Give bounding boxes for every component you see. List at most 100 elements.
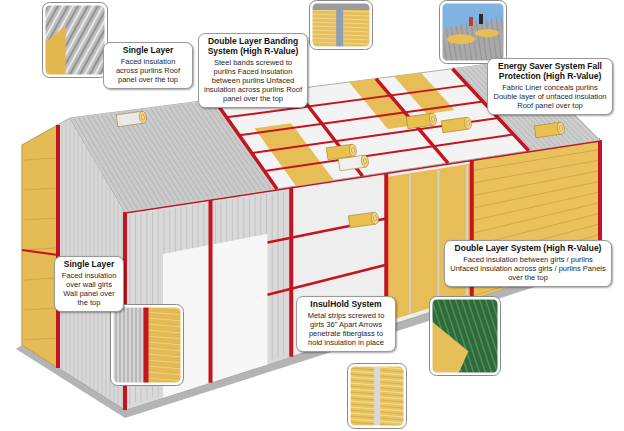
photo-rib bbox=[476, 21, 482, 62]
photo-ground bbox=[349, 365, 405, 427]
callout-text: Steel bands screwed to purlins Faced ins… bbox=[204, 58, 302, 104]
callout-title: Single Layer bbox=[60, 260, 118, 270]
photo-rib bbox=[139, 306, 140, 384]
panel-rib bbox=[277, 192, 278, 357]
photo-rib bbox=[496, 16, 502, 62]
wall-rib bbox=[66, 121, 67, 372]
roll-spiral bbox=[431, 116, 435, 122]
insulation-roll bbox=[534, 122, 565, 138]
metal-strip bbox=[409, 175, 411, 313]
photo-frame bbox=[111, 305, 184, 386]
roll-spiral bbox=[351, 147, 355, 153]
photo-fiber bbox=[147, 354, 182, 357]
photo-frame bbox=[44, 4, 106, 76]
photo-rib bbox=[485, 298, 499, 374]
insulation-roll bbox=[348, 212, 379, 228]
callout-box: Single LayerFaced insulation over wall g… bbox=[54, 256, 124, 312]
wall-panel bbox=[125, 187, 291, 410]
photo-rib bbox=[491, 18, 497, 63]
photo-fiber bbox=[147, 348, 182, 351]
insulation-seam bbox=[24, 218, 56, 220]
photo-insulation bbox=[431, 321, 468, 374]
photo-roll bbox=[475, 29, 499, 37]
roll-spiral bbox=[363, 158, 367, 164]
steel-column bbox=[289, 187, 293, 357]
wall-girt bbox=[22, 250, 58, 255]
photo-frame bbox=[311, 2, 371, 48]
photo-content bbox=[311, 2, 371, 48]
roll-end bbox=[361, 155, 370, 168]
photo-fiber bbox=[147, 342, 182, 345]
photo-fiber bbox=[147, 330, 182, 333]
callout-text: Faced insulation across purlins Roof pan… bbox=[109, 57, 187, 84]
panel-rib bbox=[200, 102, 261, 190]
insulation-seam bbox=[472, 181, 600, 208]
photo-frame bbox=[349, 365, 405, 427]
photo-fiber bbox=[147, 378, 182, 381]
photo-steel bbox=[144, 306, 149, 384]
photo-inset bbox=[348, 364, 407, 430]
panel-rib bbox=[169, 106, 228, 195]
callout-title: Double Layer Banding System (High R-Valu… bbox=[204, 37, 302, 57]
panel-rib bbox=[173, 106, 232, 195]
roll-end bbox=[371, 212, 380, 225]
insulation-roll bbox=[406, 113, 437, 129]
photo-roof bbox=[441, 20, 505, 62]
callout-title: Energy Saver System Fall Protection (Hig… bbox=[493, 62, 607, 82]
panel-rib bbox=[283, 191, 284, 355]
photo-rib bbox=[481, 20, 487, 62]
callout-text: Faced insulation over wall girts Wall pa… bbox=[60, 271, 118, 308]
callout-title: Single Layer bbox=[109, 46, 187, 56]
callout-text: Faced insulation between girts / purlins… bbox=[450, 255, 606, 282]
insulation-seam bbox=[24, 248, 56, 250]
roll-end bbox=[139, 111, 148, 124]
panel-rib bbox=[209, 101, 270, 189]
panel-rib bbox=[187, 104, 247, 193]
photo-inset bbox=[401, 297, 552, 376]
photo-rib bbox=[486, 19, 492, 62]
panel-rib bbox=[191, 103, 251, 191]
panel-rib bbox=[88, 117, 143, 209]
panel-rib bbox=[205, 102, 266, 190]
photo-ground bbox=[112, 306, 182, 384]
panel-rib bbox=[83, 117, 138, 209]
photo-rib bbox=[119, 306, 120, 384]
photo-content bbox=[44, 4, 106, 76]
insulation-roll bbox=[116, 111, 147, 127]
photo-inset bbox=[111, 305, 184, 386]
roll-spiral bbox=[466, 120, 470, 126]
photo-fiber bbox=[147, 360, 182, 363]
photo-roll bbox=[447, 34, 475, 44]
photo-worker bbox=[479, 14, 483, 24]
photo-content bbox=[349, 365, 405, 427]
roll-end bbox=[349, 144, 358, 157]
photo-rib bbox=[131, 306, 132, 384]
photo-rib bbox=[135, 306, 136, 384]
callout-title: Double Layer System (High R-Value) bbox=[450, 244, 606, 254]
insulation-seam bbox=[24, 278, 56, 280]
wall-rib bbox=[74, 126, 75, 377]
photo-inset bbox=[310, 1, 373, 50]
rafter bbox=[214, 99, 277, 189]
roll-spiral bbox=[141, 114, 145, 120]
photo-frame bbox=[430, 297, 501, 376]
callout-text: Metal strips screwed to girts 36" Apart … bbox=[302, 311, 390, 348]
steel-column bbox=[56, 125, 60, 368]
photo-inset bbox=[440, 1, 508, 64]
photo-rib bbox=[123, 306, 124, 384]
callout-title: InsulHold System bbox=[302, 300, 390, 310]
photo-fiber bbox=[147, 318, 182, 321]
photo-fiber bbox=[147, 366, 182, 369]
roof-panel bbox=[70, 99, 277, 212]
insulation-seam bbox=[24, 188, 56, 190]
photo-rib bbox=[446, 28, 452, 62]
photo-frame bbox=[43, 3, 108, 78]
callout-box: Energy Saver System Fall Protection (Hig… bbox=[487, 58, 613, 115]
photo-rib bbox=[127, 306, 128, 384]
callout-box: Single LayerFaced insulation across purl… bbox=[103, 42, 193, 89]
roll-end bbox=[429, 113, 438, 126]
insulation-seam bbox=[472, 192, 600, 221]
photo-frame bbox=[112, 306, 182, 384]
photo-ground bbox=[147, 306, 182, 384]
callout-box: InsulHold SystemMetal strips screwed to … bbox=[296, 296, 396, 352]
